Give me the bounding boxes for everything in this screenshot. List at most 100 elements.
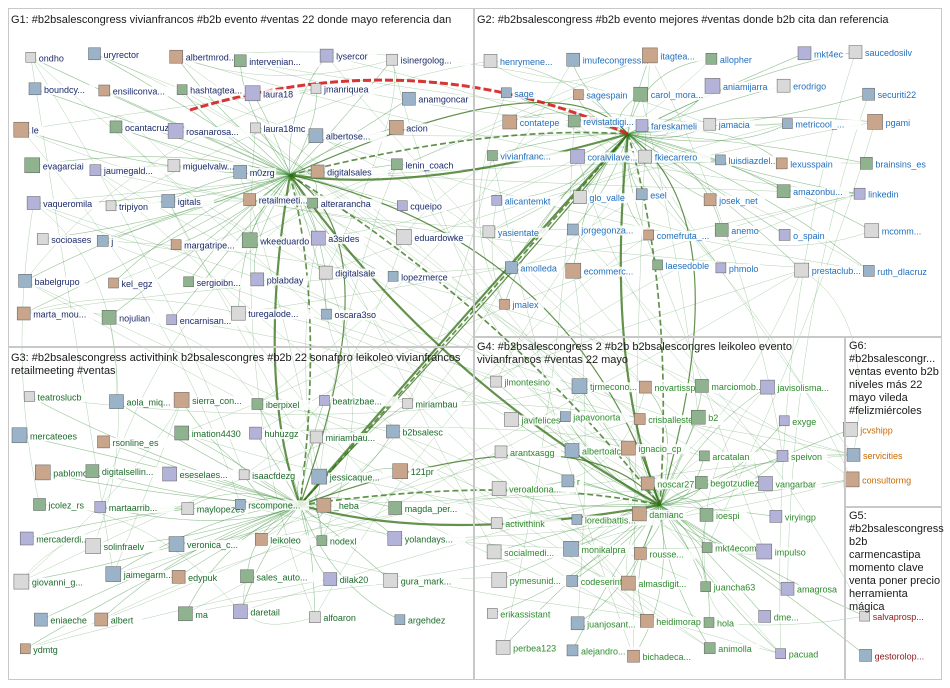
network-node[interactable]: r xyxy=(561,474,584,488)
network-node[interactable]: securiti22 xyxy=(862,87,929,101)
network-node[interactable]: solinfraelv xyxy=(85,538,160,554)
network-node[interactable]: ydmtg xyxy=(20,643,60,655)
network-node[interactable]: mercaderdi... xyxy=(19,531,102,546)
network-node[interactable]: margatripe... xyxy=(170,239,250,251)
network-node[interactable]: jorgegonza... xyxy=(567,223,647,236)
network-node[interactable]: lexusspain xyxy=(775,157,842,170)
network-node[interactable]: animolla xyxy=(703,642,760,655)
network-node[interactable]: leikoleo xyxy=(255,533,312,546)
network-node[interactable]: rousse... xyxy=(634,547,696,560)
network-node[interactable]: sierra_con... xyxy=(173,392,258,408)
network-node[interactable]: novartissp... xyxy=(639,380,721,394)
network-node[interactable]: albertmrod... xyxy=(169,49,252,64)
network-node[interactable]: amazonbu... xyxy=(776,184,849,198)
network-node[interactable]: itagtea... xyxy=(642,47,712,64)
network-node[interactable]: le xyxy=(13,121,44,138)
network-node[interactable]: albertoalco... xyxy=(564,443,653,458)
network-node[interactable]: argehdez xyxy=(394,614,450,626)
network-node[interactable]: hashtagtea... xyxy=(176,84,256,96)
network-node[interactable]: laura18mc xyxy=(250,122,310,134)
network-node[interactable]: b2 xyxy=(691,409,721,425)
network-node[interactable]: boundcy... xyxy=(28,82,95,96)
network-node[interactable]: arantxasgg xyxy=(494,445,561,459)
network-node[interactable]: daretail xyxy=(233,604,292,619)
network-node[interactable]: laura18 xyxy=(244,85,300,102)
network-node[interactable]: mercateoes xyxy=(11,427,81,444)
network-node[interactable]: rsonline_es xyxy=(97,435,169,449)
network-node[interactable]: monikalpra xyxy=(563,541,633,557)
network-node[interactable]: erodrigo xyxy=(776,78,835,93)
network-node[interactable]: albert xyxy=(94,612,143,627)
network-node[interactable]: uryrector xyxy=(88,47,150,61)
network-node[interactable]: digitalsale xyxy=(318,265,392,280)
network-node[interactable]: edypuk xyxy=(171,570,220,584)
network-node[interactable]: revistatdigi... xyxy=(567,114,659,128)
network-node[interactable]: bichadeca... xyxy=(627,649,704,663)
network-node[interactable]: juancha63 xyxy=(700,581,760,593)
network-node[interactable]: damianc xyxy=(632,506,686,522)
network-node[interactable]: alejandro... xyxy=(566,644,642,657)
network-node[interactable]: pacuad xyxy=(775,648,821,660)
network-node[interactable]: allopher xyxy=(705,53,762,65)
network-node[interactable]: aola_miq... xyxy=(109,394,183,409)
network-node[interactable]: veronica_c... xyxy=(168,536,253,552)
network-node[interactable]: sales_auto... xyxy=(240,569,323,584)
network-node[interactable]: coralvilave... xyxy=(570,149,659,164)
network-node[interactable]: dme... xyxy=(758,610,806,623)
network-node[interactable]: loredibattis... xyxy=(571,514,661,526)
network-node[interactable]: viryingp xyxy=(769,510,827,523)
network-node[interactable]: 121pr xyxy=(392,463,438,479)
network-node[interactable]: veroaldona... xyxy=(491,481,575,496)
network-node[interactable]: rscompone... xyxy=(235,499,310,511)
network-node[interactable]: beatrizbae... xyxy=(319,395,399,407)
network-node[interactable]: igitals xyxy=(161,194,215,208)
network-node[interactable]: gura_mark... xyxy=(383,573,462,588)
network-node[interactable]: rosanarosa... xyxy=(167,123,252,139)
network-node[interactable]: pablomorat... xyxy=(35,464,119,481)
network-node[interactable]: erikassistant xyxy=(487,608,566,620)
network-node[interactable]: lysercor xyxy=(319,48,378,63)
network-node[interactable]: linkedin xyxy=(853,187,910,200)
network-node[interactable]: jcolez_rs xyxy=(33,498,95,511)
network-node[interactable]: fareskameli xyxy=(635,119,707,132)
network-node[interactable]: sage xyxy=(501,87,536,99)
network-node[interactable]: isinergolog... xyxy=(386,53,472,66)
network-node[interactable]: isaacfdezg xyxy=(238,469,304,481)
network-node[interactable]: retailmeeti... xyxy=(243,193,330,206)
network-node[interactable]: j xyxy=(96,235,119,247)
network-node[interactable]: jessicaque... xyxy=(311,468,396,485)
network-node[interactable]: socioases xyxy=(36,233,98,246)
network-node[interactable]: gestorolop... xyxy=(859,649,941,662)
network-node[interactable]: salvaprosp... xyxy=(859,610,939,623)
network-node[interactable]: oscara3so xyxy=(321,308,381,321)
network-node[interactable]: mcomm... xyxy=(864,223,923,238)
network-node[interactable]: ma xyxy=(178,606,208,622)
network-node[interactable]: almasdigit... xyxy=(621,575,705,591)
network-node[interactable]: anamgoncar xyxy=(402,91,470,106)
network-node[interactable]: mkt4ec xyxy=(797,46,846,61)
network-node[interactable]: miguelvalw... xyxy=(167,159,249,172)
network-node[interactable]: alfoaron xyxy=(309,611,365,624)
network-node[interactable]: contatepe xyxy=(502,114,566,130)
network-node[interactable]: jaumegald... xyxy=(89,164,165,177)
network-node[interactable]: huhuzgz xyxy=(249,426,301,440)
network-node[interactable]: pgami xyxy=(867,114,913,130)
network-node[interactable]: vivianfranc... xyxy=(487,150,571,162)
network-node[interactable]: teatroslucb xyxy=(24,391,94,403)
network-node[interactable]: intervenian... xyxy=(233,54,320,68)
network-node[interactable]: miriambau... xyxy=(310,430,387,444)
network-node[interactable]: juanjosant... xyxy=(570,616,653,631)
network-node[interactable]: brainsins_es xyxy=(860,157,937,170)
network-node[interactable]: m0zrg xyxy=(233,165,277,179)
network-node[interactable]: pblabday xyxy=(250,272,308,287)
network-node[interactable]: eniaeche xyxy=(34,612,92,627)
network-node[interactable]: jmanriquea xyxy=(310,83,375,95)
network-node[interactable]: carol_mora... xyxy=(633,86,717,102)
network-node[interactable]: perbea123 xyxy=(495,640,560,655)
network-node[interactable]: jmalex xyxy=(499,298,544,311)
network-node[interactable]: a3sides xyxy=(311,230,365,246)
network-node[interactable]: codeserinfo xyxy=(566,575,637,588)
network-node[interactable]: laesedoble xyxy=(652,259,717,271)
network-node[interactable]: _heba xyxy=(316,497,361,513)
network-node[interactable]: digitalsellin... xyxy=(85,464,183,478)
